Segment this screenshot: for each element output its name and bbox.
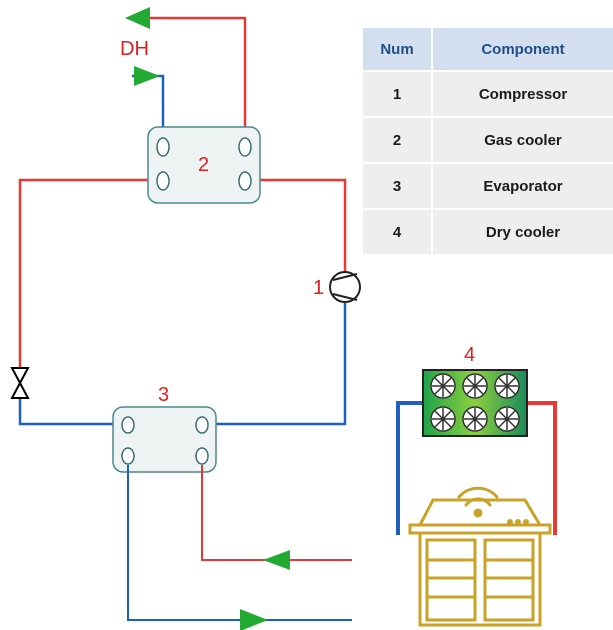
table-cell-num: 4 xyxy=(363,209,433,256)
table-cell-component: Evaporator xyxy=(432,163,613,210)
cold-pipe-right xyxy=(215,303,347,426)
dry-cooler-number-label: 4 xyxy=(464,344,475,366)
dry-cooler-cold-pipe xyxy=(396,401,423,535)
fan-icon xyxy=(430,373,520,432)
flow-arrow-icon xyxy=(240,609,268,630)
table-row: 4 Dry cooler xyxy=(363,209,613,256)
dry-cooler xyxy=(422,369,528,437)
component-table: Num Component 1 Compressor 2 Gas cooler … xyxy=(363,28,613,256)
table-row: 3 Evaporator xyxy=(363,163,613,210)
flow-arrow-icon xyxy=(263,550,290,570)
table-cell-num: 2 xyxy=(363,117,433,164)
table-header-num: Num xyxy=(363,28,433,72)
table-cell-num: 3 xyxy=(363,163,433,210)
expansion-valve-icon xyxy=(10,367,30,399)
dh-label: DH xyxy=(120,38,149,60)
cold-pipe-left xyxy=(18,398,115,426)
gas-cooler-hx xyxy=(147,126,261,204)
data-center-building-icon xyxy=(408,498,552,627)
table-cell-num: 1 xyxy=(363,71,433,118)
evaporator-hx xyxy=(112,406,217,473)
hot-pipe-left xyxy=(18,178,150,368)
dry-cooler-hot-pipe xyxy=(527,401,557,535)
hot-pipe-right xyxy=(258,178,347,272)
flow-arrow-icon xyxy=(134,66,160,86)
dh-supply-pipe xyxy=(150,16,247,138)
evaporator-number-label: 3 xyxy=(158,384,169,406)
table-cell-component: Dry cooler xyxy=(432,209,613,256)
evaporator-supply-pipe xyxy=(201,465,352,561)
table-row: 2 Gas cooler xyxy=(363,117,613,164)
compressor-number-label: 1 xyxy=(313,277,324,299)
evaporator-return-pipe xyxy=(127,465,352,621)
table-row: 1 Compressor xyxy=(363,71,613,118)
table-header-component: Component xyxy=(432,28,613,72)
flow-arrow-icon xyxy=(125,7,150,29)
gas-cooler-number-label: 2 xyxy=(198,154,209,176)
table-cell-component: Gas cooler xyxy=(432,117,613,164)
wifi-icon xyxy=(457,486,499,518)
compressor-icon xyxy=(329,271,361,303)
table-cell-component: Compressor xyxy=(432,71,613,118)
